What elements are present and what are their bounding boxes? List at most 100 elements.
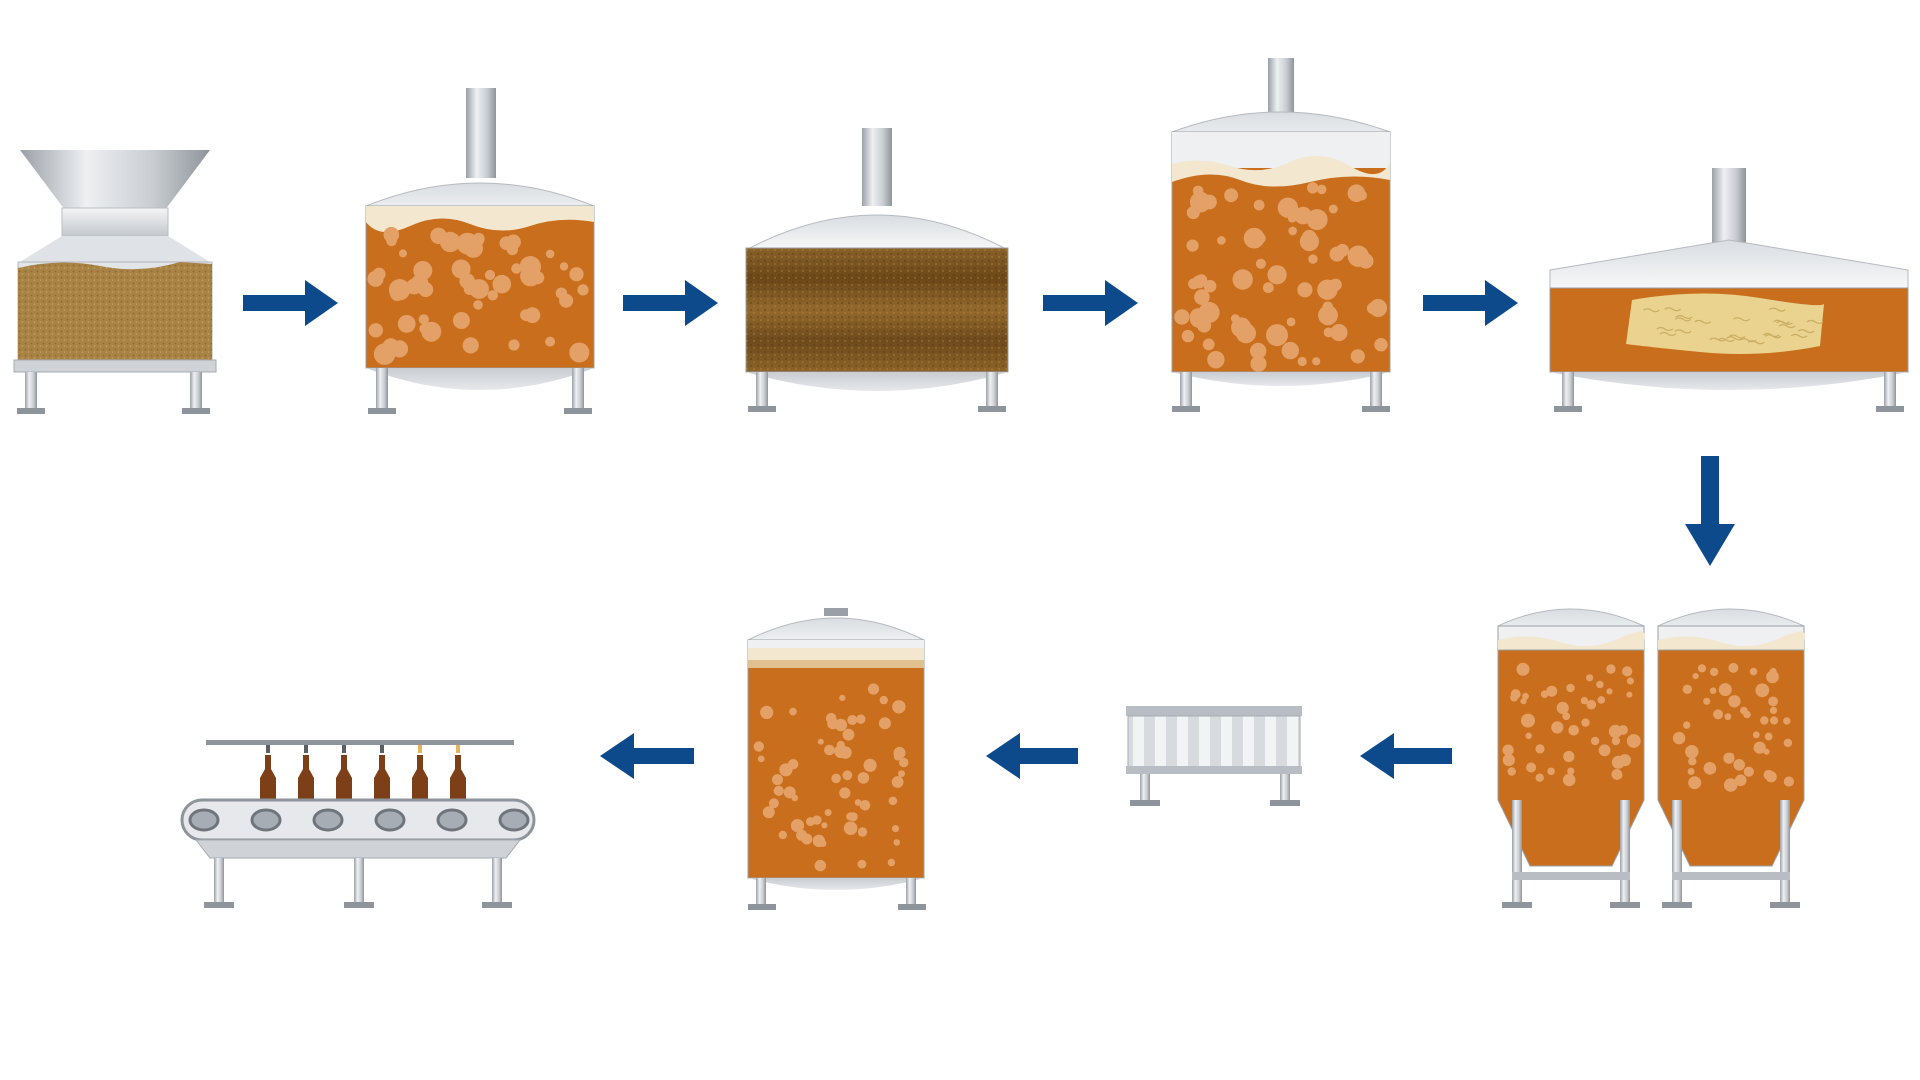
whirlpool-tank (1549, 168, 1909, 412)
wort-kettle (1171, 58, 1391, 412)
trub-ripple (1733, 317, 1750, 322)
bubble (887, 858, 896, 867)
bubble (520, 309, 532, 321)
bubble (1586, 699, 1597, 710)
bubble (1608, 724, 1622, 739)
bubble (1347, 245, 1370, 267)
trub-ripple (1664, 307, 1681, 312)
bubble (386, 235, 397, 247)
bubble (1224, 188, 1238, 203)
bubble (1618, 754, 1631, 767)
bubble (1540, 690, 1549, 698)
whirlpool-roof (1549, 239, 1909, 291)
trub-ripple (1764, 334, 1782, 339)
bubble (773, 785, 784, 796)
bubble (1329, 278, 1342, 291)
bubble (1769, 706, 1778, 715)
bubble (1369, 299, 1388, 317)
lauter-tun-bottom (746, 372, 1008, 391)
bubble (801, 833, 813, 845)
bubble (1672, 731, 1686, 745)
bubble (1606, 688, 1613, 695)
bubble (1753, 745, 1760, 752)
bubble (511, 263, 522, 274)
bubble (1243, 227, 1265, 249)
filter-unit (1126, 706, 1302, 806)
bubble (812, 815, 822, 825)
whirlpool-trub-ripples (1643, 307, 1824, 345)
bubble (462, 337, 479, 354)
bubble (892, 700, 906, 714)
filter-bottom-rail (1126, 766, 1302, 774)
hopper-neck (61, 207, 169, 237)
bubble (1535, 744, 1545, 754)
bubble (888, 796, 898, 806)
bubble (1181, 329, 1195, 343)
bubble (1207, 351, 1225, 369)
bubble (1188, 278, 1200, 290)
bubble (473, 300, 483, 310)
bubble (471, 233, 484, 247)
bubble (1516, 662, 1530, 676)
bubble (1580, 696, 1589, 705)
bubble (839, 694, 846, 702)
bubble (825, 712, 837, 724)
bubble (1562, 773, 1576, 787)
trub-ripple (1717, 337, 1735, 342)
bubble (1203, 279, 1217, 293)
mill-foot-right (182, 408, 210, 414)
bright-beer-tank (747, 608, 926, 910)
trub-ripple (1806, 319, 1824, 324)
bubble (789, 707, 797, 716)
bubble (484, 269, 496, 281)
bubble (1262, 282, 1274, 294)
arrow-down-icon (1685, 456, 1735, 566)
wort-kettle-foam (1172, 155, 1390, 187)
bubble (508, 339, 520, 351)
bubble (1202, 338, 1215, 351)
bubble (839, 787, 851, 799)
bottle (336, 745, 352, 800)
bubble (1567, 767, 1575, 775)
trub-ripple (1739, 337, 1757, 343)
bubble (831, 773, 841, 784)
bubble (1697, 664, 1707, 673)
bubble (821, 822, 828, 829)
conveyor-roller (188, 808, 220, 832)
bubble (1770, 716, 1779, 725)
bubble (1616, 772, 1623, 779)
bubble (1297, 282, 1313, 298)
trub-ripple (1694, 319, 1712, 324)
bubble (1783, 738, 1793, 748)
trub-ripple (1776, 320, 1793, 325)
bottle (260, 745, 276, 800)
bubble (843, 821, 858, 835)
bubble (1703, 697, 1711, 705)
bubble (1174, 309, 1190, 325)
bubble (1563, 750, 1575, 763)
bubble (757, 755, 765, 763)
bubble (848, 812, 858, 822)
bottling-line (180, 740, 536, 908)
bubble (1685, 745, 1699, 759)
bubble (893, 839, 901, 846)
bubble (1192, 185, 1204, 197)
bubble (1626, 691, 1633, 698)
bubble (569, 267, 584, 282)
bubble (1768, 696, 1778, 707)
fermentation-tank-left (1497, 608, 1645, 908)
fermentation-tanks (1497, 608, 1805, 908)
bottle (298, 745, 314, 800)
bubble (1230, 314, 1240, 323)
bubble (842, 728, 855, 741)
mash-tun-stack (466, 88, 496, 178)
bubble (1743, 766, 1754, 777)
bubble (418, 314, 429, 325)
mash-tun-bubbles (367, 226, 590, 365)
bubble (1510, 689, 1521, 700)
bubble (1688, 776, 1702, 790)
bubble (1752, 731, 1760, 739)
bubble (847, 715, 858, 725)
bubble (1236, 323, 1256, 344)
bubble (1288, 226, 1297, 236)
